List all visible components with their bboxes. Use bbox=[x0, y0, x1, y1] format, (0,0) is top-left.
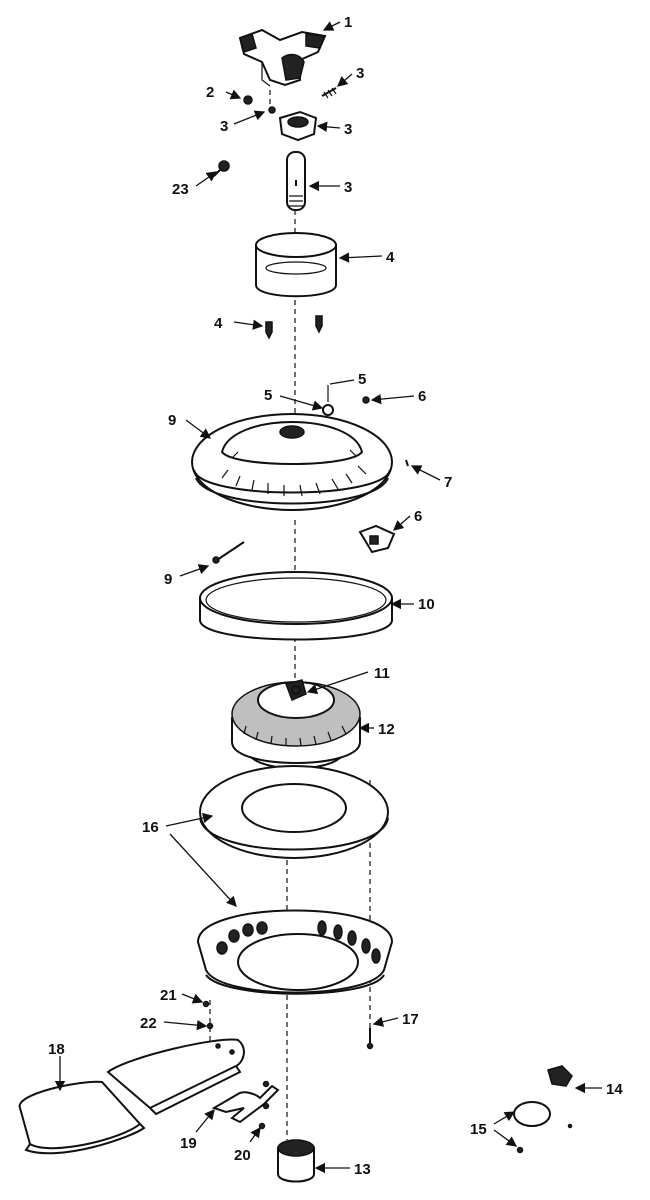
callout-19: 19 bbox=[180, 1135, 197, 1152]
part-6-screw bbox=[362, 396, 370, 404]
part-6-switch-clip bbox=[358, 524, 396, 554]
callout-9: 9 bbox=[164, 571, 172, 588]
part-3-small-pin bbox=[268, 106, 276, 114]
part-1-mounting-bracket bbox=[238, 28, 327, 87]
part-16-trim-ring-upper bbox=[199, 765, 389, 859]
callout-5: 5 bbox=[264, 387, 272, 404]
callout-15: 15 bbox=[470, 1121, 487, 1138]
callout-12: 12 bbox=[378, 721, 395, 738]
part-5-washers bbox=[322, 385, 334, 416]
callout-17: 17 bbox=[402, 1011, 419, 1028]
part-21-screw bbox=[202, 1000, 210, 1008]
part-9-upper-housing bbox=[191, 413, 393, 511]
part-11-switch bbox=[285, 679, 307, 701]
callout-3: 3 bbox=[356, 65, 364, 82]
part-13-switch-cap bbox=[277, 1139, 315, 1183]
callout-22: 22 bbox=[140, 1015, 157, 1032]
part-12-motor bbox=[231, 681, 361, 770]
part-4-screws bbox=[265, 315, 323, 340]
part-23-screw bbox=[213, 160, 230, 177]
part-3-nut bbox=[278, 110, 318, 142]
part-18-blade-front bbox=[18, 1080, 146, 1155]
callout-4: 4 bbox=[214, 315, 223, 332]
callout-3: 3 bbox=[344, 179, 352, 196]
callout-9: 9 bbox=[168, 412, 176, 429]
callout-2: 2 bbox=[206, 84, 214, 101]
callout-1: 1 bbox=[344, 14, 352, 31]
callout-10: 10 bbox=[418, 596, 435, 613]
leader-lines bbox=[54, 21, 602, 1174]
callout-4: 4 bbox=[386, 249, 395, 266]
callout-6: 6 bbox=[418, 388, 426, 405]
part-9-rod bbox=[212, 541, 245, 564]
part-3-down-rod bbox=[286, 151, 306, 211]
part-17-screw bbox=[366, 1028, 374, 1050]
callout-13: 13 bbox=[354, 1161, 371, 1178]
callout-7: 7 bbox=[444, 474, 452, 491]
part-4-canopy bbox=[255, 232, 337, 298]
callout-14: 14 bbox=[606, 1081, 623, 1098]
part-14-knob bbox=[547, 1065, 573, 1087]
callout-21: 21 bbox=[160, 987, 177, 1004]
part-10-ring bbox=[199, 571, 393, 641]
part-19-blade-iron bbox=[211, 1080, 280, 1124]
part-2-screw bbox=[243, 95, 253, 105]
part-7-screw bbox=[405, 459, 409, 467]
part-15-pull-chain bbox=[513, 1101, 573, 1154]
callout-18: 18 bbox=[48, 1041, 65, 1058]
callout-16: 16 bbox=[142, 819, 159, 836]
part-22-screw bbox=[206, 1022, 214, 1030]
part-3-pin bbox=[321, 87, 337, 99]
callout-20: 20 bbox=[234, 1147, 251, 1164]
callout-6: 6 bbox=[414, 508, 422, 525]
callout-3: 3 bbox=[344, 121, 352, 138]
callout-11: 11 bbox=[374, 665, 390, 682]
callouts: 1 2 3 3 3 3 23 4 4 5 5 6 6 7 9 9 10 11 1… bbox=[48, 14, 623, 1178]
callout-23: 23 bbox=[172, 181, 189, 198]
part-16-lower-housing bbox=[196, 909, 394, 995]
part-18-blade-back bbox=[106, 1038, 245, 1116]
callout-3: 3 bbox=[220, 118, 228, 135]
callout-5: 5 bbox=[358, 371, 366, 388]
